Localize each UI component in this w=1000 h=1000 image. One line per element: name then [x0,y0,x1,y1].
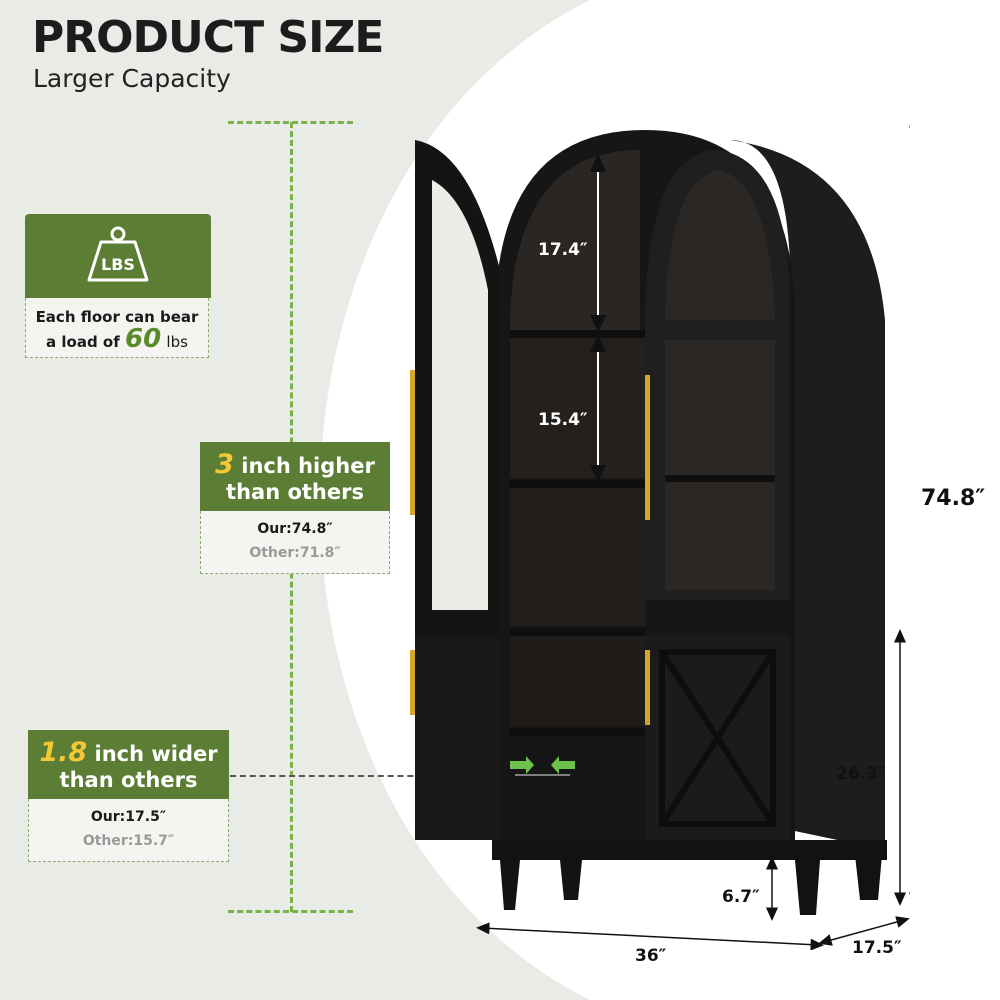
open-left-lower-door [415,635,500,840]
leg [500,860,520,910]
handle [410,650,415,715]
guide-top-line [228,121,353,124]
left-door-glass [432,180,488,610]
handle [645,375,650,520]
weight-icon-label: LBS [101,255,135,274]
width-diff-line2: than others [59,768,198,792]
leg [855,855,882,900]
handle [410,370,415,515]
dim-middle-compartment: 15.4″ [538,410,588,430]
shelf [510,728,645,736]
height-diff-text: inch higher [241,454,375,478]
load-text-line1: Each floor can bear [35,308,199,326]
left-bottom-compartment [510,636,645,726]
dim-top-compartment: 17.4″ [538,240,588,260]
width-card-header: 1.8 inch wider than others [28,730,229,799]
height-comparison-card: 3 inch higher than others Our:74.8″ Othe… [200,442,390,574]
right-glass-pane [665,340,775,590]
height-card-header: 3 inch higher than others [200,442,390,511]
weight-icon: LBS [87,226,149,282]
handle [645,650,650,725]
width-other: Other:15.7″ [82,833,175,849]
height-card-body: Our:74.8″ Other:71.8″ [200,511,390,574]
arrow-width [476,922,824,950]
load-text-prefix: a load of [46,333,120,351]
width-diff-text: inch wider [94,742,218,766]
cabinet-side-panel [730,140,885,850]
cabinet-illustration [410,120,910,950]
leg [795,860,820,915]
dim-leg-height: 6.7″ [722,887,760,907]
load-unit: lbs [166,333,188,351]
load-card-header: LBS [25,214,211,298]
page-title: PRODUCT SIZE [32,12,384,63]
green-arrow-left-icon [551,756,575,774]
height-diff-line2: than others [226,480,364,504]
load-value: 60 [125,324,162,354]
shelf [665,475,775,482]
guide-bottom-line [228,910,353,913]
arrow-depth [818,916,910,946]
dim-lower-height: 26.3″ [836,764,886,784]
shelf [510,480,645,488]
height-ours: Our:74.8″ [257,521,333,537]
left-lower-compartment [510,488,645,626]
shelf [510,628,645,636]
width-ours: Our:17.5″ [90,809,167,825]
height-other: Other:71.8″ [249,545,341,561]
dim-total-height: 74.8″ [921,486,986,511]
leg [560,860,582,900]
width-comparison-card: 1.8 inch wider than others Our:17.5″ Oth… [28,730,229,862]
left-middle-compartment [510,338,645,478]
right-arch-pane [665,170,775,320]
load-capacity-card: LBS Each floor can bear a load of 60 lbs [25,214,211,360]
shelf [510,330,645,338]
green-arrow-right-icon [510,756,534,774]
width-diff-number: 1.8 [39,737,88,768]
width-card-body: Our:17.5″ Other:15.7″ [28,799,229,862]
page-subtitle: Larger Capacity [33,64,231,93]
width-pointer-line [230,775,502,777]
load-card-body: Each floor can bear a load of 60 lbs [25,298,209,358]
dim-width: 36″ [635,946,667,966]
height-diff-number: 3 [215,449,234,480]
dim-depth: 17.5″ [852,938,902,958]
cabinet-base [492,840,887,860]
